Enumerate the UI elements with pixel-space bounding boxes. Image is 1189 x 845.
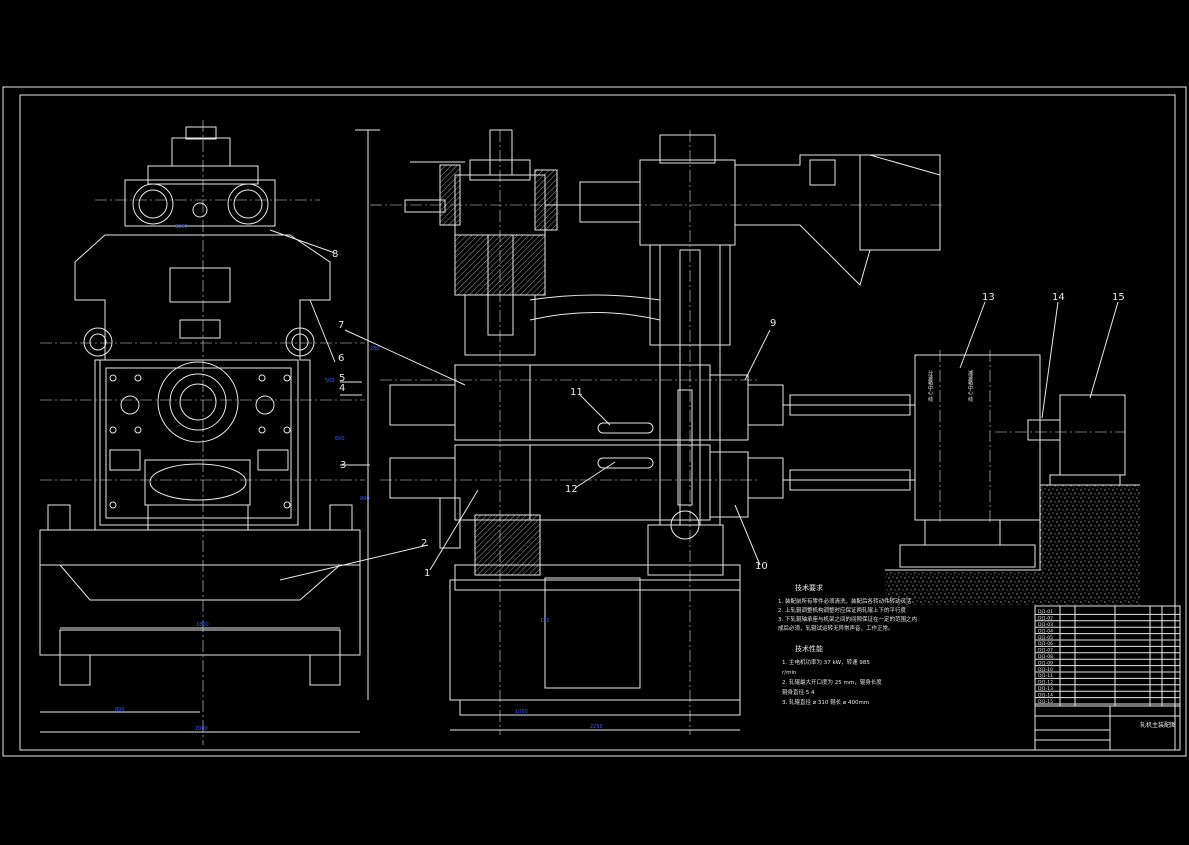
balloon-3: 3 — [340, 460, 346, 471]
front-view: 2250 1050 150 — [370, 129, 945, 735]
tech-performance-title: 技术性能 — [795, 644, 823, 653]
tech-performance-item: 辊身直径 5 4 — [782, 688, 815, 696]
balloon-15: 15 — [1112, 292, 1125, 303]
balloon-7: 7 — [338, 320, 344, 331]
balloon-13: 13 — [982, 292, 995, 303]
balloon-4: 4 — [339, 383, 345, 394]
balloon-2: 2 — [421, 538, 427, 549]
balloon-1: 1 — [424, 568, 430, 579]
balloon-10: 10 — [755, 561, 768, 572]
parts-list-code: DJ1-01 — [1038, 609, 1053, 615]
parts-list-code: DJ1-07 — [1038, 648, 1053, 654]
parts-list-code: DJ1-10 — [1038, 667, 1053, 673]
tech-performance-item: r/min — [782, 670, 797, 676]
tech-performance-item: 1. 主电机功率为 37 kW，转速 985 — [782, 658, 870, 666]
title-block: DJ1-01DJ1-02DJ1-03DJ1-04DJ1-05DJ1-06DJ1-… — [1034, 605, 1181, 751]
svg-text:600: 600 — [335, 436, 345, 442]
svg-text:500: 500 — [325, 378, 335, 384]
svg-text:150: 150 — [540, 618, 550, 624]
parts-list-rows: DJ1-01DJ1-02DJ1-03DJ1-04DJ1-05DJ1-06DJ1-… — [1035, 609, 1180, 705]
balloon-8: 8 — [332, 249, 338, 260]
svg-text:1050: 1050 — [515, 709, 528, 715]
svg-text:1800: 1800 — [196, 622, 209, 628]
motor-centerline-labels: 分速箱中心 线 减速箱中心 线 — [927, 369, 973, 402]
svg-text:3250: 3250 — [175, 224, 188, 230]
parts-list-code: DJ1-13 — [1038, 686, 1053, 692]
tech-requirement-item: 成后必须，轧辊试运转无异常声音，工作正常。 — [778, 624, 894, 632]
tech-requirement-item: 1. 装配前所有零件必须清洗，装配后各转动件转动灵活 — [778, 597, 912, 605]
tech-performance: 技术性能 1. 主电机功率为 37 kW，转速 985 r/min 2. 轧辊最… — [782, 644, 882, 706]
svg-text:800: 800 — [360, 496, 370, 502]
drive-train — [783, 350, 1140, 605]
parts-list-code: DJ1-05 — [1038, 635, 1053, 641]
side-view: 2000 800 1800 280 500 600 800 3250 — [39, 120, 380, 745]
balloon-12: 12 — [565, 484, 578, 495]
drawing-title: 轧机主装配图 — [1140, 721, 1176, 729]
parts-list-code: DJ1-03 — [1038, 622, 1053, 628]
balloon-5: 5 — [339, 373, 345, 384]
tech-requirements: 技术要求 1. 装配前所有零件必须清洗，装配后各转动件转动灵活 2. 上轧辊调整… — [778, 583, 917, 632]
tech-requirement-item: 2. 上轧辊调整机构调整时应保证两轧辊上下的平行度 — [778, 606, 906, 614]
balloon-14: 14 — [1052, 292, 1065, 303]
tech-requirement-item: 3. 下轧辊轴承座与机架之间的间隙保证在一定的范围之内 — [778, 615, 917, 623]
tech-performance-item: 3. 轧辊直径 ø 310 辊长 ø 400mm — [782, 698, 869, 706]
parts-list-code: DJ1-09 — [1038, 660, 1053, 666]
tech-requirements-title: 技术要求 — [795, 583, 823, 592]
parts-list-code: DJ1-08 — [1038, 654, 1053, 660]
svg-text:800: 800 — [115, 707, 125, 713]
parts-list-code: DJ1-15 — [1038, 699, 1053, 705]
parts-list-code: DJ1-14 — [1038, 692, 1053, 698]
parts-list-code: DJ1-06 — [1038, 641, 1053, 647]
svg-text:280: 280 — [370, 346, 380, 352]
gearbox-center-label: 分速箱中心 线 — [927, 369, 933, 402]
balloon-9: 9 — [770, 318, 776, 329]
sheet-border — [2, 86, 1187, 757]
parts-list-code: DJ1-02 — [1038, 616, 1053, 622]
balloon-labels: 1 2 3 4 5 6 7 8 9 10 11 12 13 14 15 — [332, 249, 1125, 579]
parts-list-code: DJ1-12 — [1038, 680, 1053, 686]
balloon-11: 11 — [570, 387, 583, 398]
reducer-center-label: 减速箱中心 线 — [967, 369, 973, 402]
svg-text:2250: 2250 — [590, 724, 603, 730]
balloon-6: 6 — [338, 353, 344, 364]
svg-text:2000: 2000 — [195, 726, 208, 732]
balloon-leaders — [269, 229, 1119, 581]
tech-performance-item: 2. 轧辊最大开口度为 25 mm，辊身长度 — [782, 678, 882, 686]
parts-list-code: DJ1-04 — [1038, 628, 1053, 634]
parts-list-code: DJ1-11 — [1038, 673, 1053, 679]
